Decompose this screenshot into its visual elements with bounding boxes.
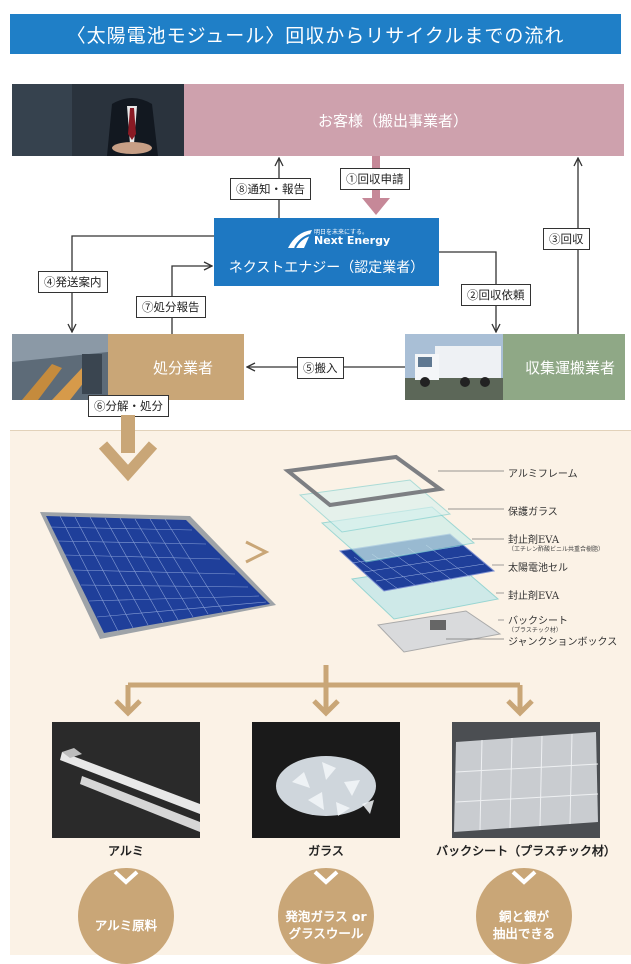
layer-label-backsheet: バックシート [508,616,568,627]
result-backsheet-line1: 銅と銀が [498,909,549,924]
result-backsheet-line2: 抽出できる [492,926,556,941]
aluminum-photo [52,722,200,838]
layer-leader-lines [438,470,504,640]
layer-sub-eva-top: （エチレン酢酸ビニル共重合樹脂） [508,546,605,553]
result-circle-aluminum: アルミ原料 [78,868,174,964]
arrow-disassemble-head [98,441,158,482]
step7-label: ⑦処分報告 [136,296,206,318]
product-label-backsheet: バックシート（プラスチック材） [436,844,616,858]
layer-label-aluminum-frame: アルミフレーム [508,469,578,480]
next-energy-logo-text: Next Energy [314,234,391,247]
layer-label-eva-bottom: 封止剤EVA [508,591,560,602]
glass-photo [252,722,400,838]
arrow-disassemble-shaft [121,415,135,453]
layer-label-solar-cell: 太陽電池セル [508,563,568,574]
arrow-step1-head [362,198,390,215]
next-energy-tagline: 明日を未来にする。 [314,229,369,236]
result-chevrons [113,870,537,885]
solar-panel-full [40,512,276,639]
next-energy-logo-icon [288,230,312,249]
layer-label-protective-glass: 保護ガラス [508,507,558,518]
step8-label: ⑧通知・報告 [230,178,311,200]
arrow-to-exploded [245,540,270,564]
layer-sub-backsheet: （プラスチック材） [508,627,562,634]
next-energy-logo: 明日を未来にする。 Next Energy [286,226,390,252]
step5-label: ⑤搬入 [297,357,344,379]
businessman-photo [12,84,184,156]
backsheet-illustration [454,732,599,832]
hauler-label: 収集運搬業者 [524,358,615,377]
factory-photo [12,334,108,400]
next-energy-label: ネクストエナジー（認定業者） [228,260,425,276]
step1-label: ①回収申請 [340,168,410,190]
backsheet-photo [452,722,600,838]
result-aluminum-line1: アルミ原料 [94,917,158,933]
title-banner: 〈太陽電池モジュール〉回収からリサイクルまでの流れ [10,14,621,54]
page-title: 〈太陽電池モジュール〉回収からリサイクルまでの流れ [66,24,565,47]
chevron-down-icon [511,870,537,885]
exploded-panel [283,454,502,653]
aluminum-bars-illustration [60,748,200,832]
customer-label: お客様（搬出事業者） [317,111,468,130]
recycling-graphics [40,415,534,717]
product-label-glass: ガラス [308,844,344,858]
layer-label-eva-top: 封止剤EVA [508,535,560,546]
arrow-step4 [72,235,214,332]
chevron-down-icon [113,870,139,885]
step3-label: ③回収 [543,228,590,250]
businessman-illustration [12,84,184,156]
step4-label: ④発送案内 [38,271,108,293]
next-energy-box: 明日を未来にする。 Next Energy ネクストエナジー（認定業者） [214,218,439,286]
distribution-arrows [114,665,534,717]
step2-label: ②回収依頼 [461,284,531,306]
truck-illustration [405,334,503,400]
result-glass-line1: 発泡ガラス or [285,909,367,924]
chevron-down-icon [313,870,339,885]
result-circle-glass: 発泡ガラス or グラスウール [278,868,374,964]
layer-label-junction-box: ジャンクションボックス [508,637,618,648]
glass-shards-illustration [276,756,376,816]
result-circle-backsheet: 銅と銀が 抽出できる [476,868,572,964]
truck-photo [405,334,503,400]
product-label-aluminum: アルミ [108,844,144,858]
processor-label: 処分業者 [152,358,213,377]
junction-box [430,620,446,630]
result-glass-line2: グラスウール [288,926,364,941]
factory-illustration [12,334,108,400]
step6-label: ⑥分解・処分 [88,395,169,417]
